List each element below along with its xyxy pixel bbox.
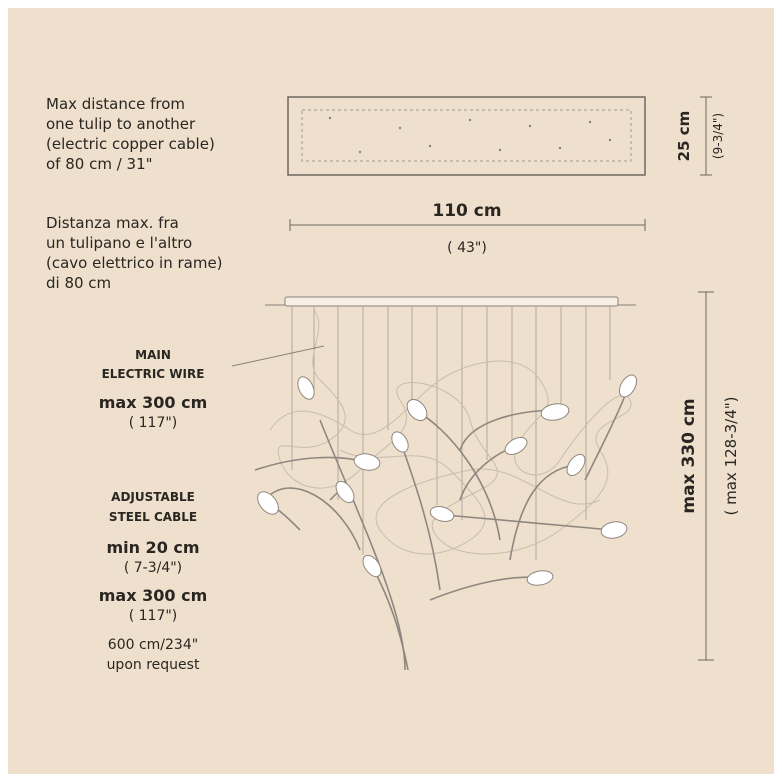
note-italian-line: di 80 cm [46,274,112,292]
steel-cable-max-in: ( 117") [128,608,178,624]
steel-cables [291,306,611,560]
note-italian: Distanza max. fra un tulipano e l'altro … [46,213,223,293]
steel-cable-request: upon request [106,657,200,673]
steel-cable-request: 600 cm/234" [107,637,199,653]
top-view-canopy [287,96,646,176]
note-english: Max distance from one tulip to another (… [46,94,215,174]
main-wire-leader [231,345,325,367]
width-cm-label: 110 cm [432,201,501,221]
diagram-panel [8,8,774,774]
main-wire-block: MAIN ELECTRIC WIRE max 300 cm ( 117") [78,346,228,432]
main-wire-title: ELECTRIC WIRE [101,367,205,381]
height-in-label: ( max 128-3/4") [722,396,740,515]
note-english-line: one tulip to another [46,115,196,133]
note-italian-line: (cavo elettrico in rame) [46,254,223,272]
note-italian-line: un tulipano e l'altro [46,234,193,252]
steel-cable-block: ADJUSTABLE STEEL CABLE min 20 cm ( 7-3/4… [78,487,228,675]
note-italian-line: Distanza max. fra [46,214,179,232]
depth-in-label: (9-3/4") [711,113,725,159]
main-wire-max-in: ( 117") [128,415,178,431]
tulip-stems [254,387,629,671]
note-english-line: (electric copper cable) [46,135,215,153]
main-wire-title: MAIN [135,348,171,362]
ceiling-canopy [284,296,619,307]
steel-cable-title: ADJUSTABLE [111,490,195,504]
depth-cm-label: 25 cm [675,111,693,162]
steel-cable-title: STEEL CABLE [108,510,198,524]
note-english-line: of 80 cm / 31" [46,155,153,173]
electric-wire-tangle [269,309,632,555]
steel-cable-min-in: ( 7-3/4") [123,560,183,576]
note-english-line: Max distance from [46,95,186,113]
height-cm-label: max 330 cm [679,398,699,513]
width-in-label: ( 43") [447,240,487,256]
top-view-cable-points [328,116,612,154]
tulip-heads [257,374,638,586]
steel-cable-max-cm: max 300 cm [98,586,208,605]
main-wire-max-cm: max 300 cm [98,393,208,412]
top-view-tulip-area [301,109,632,162]
steel-cable-min-cm: min 20 cm [106,538,200,557]
